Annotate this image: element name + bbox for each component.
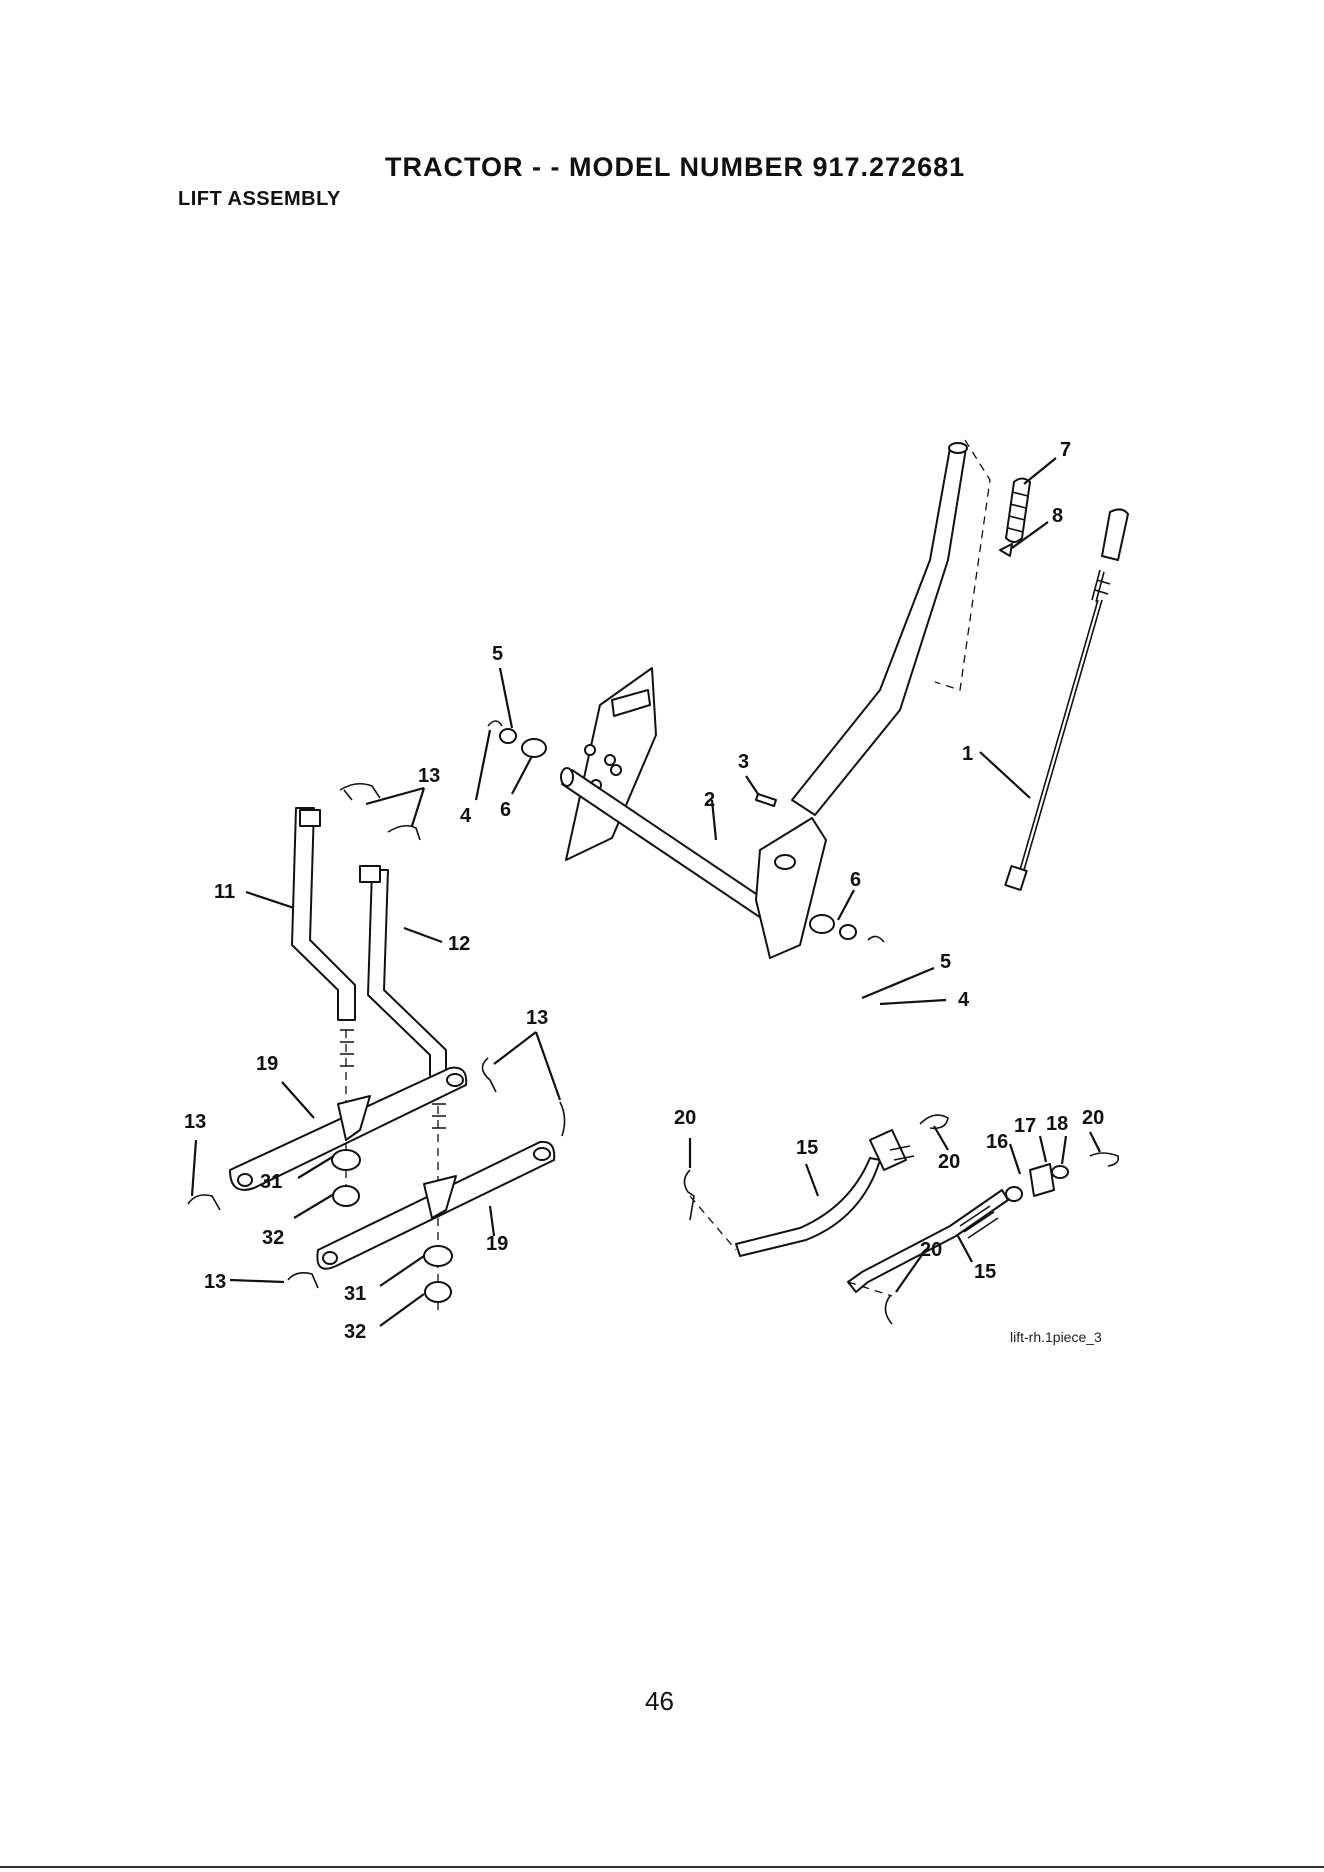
callout-label: 18: [1046, 1113, 1068, 1135]
bushing-set-right: [810, 915, 884, 942]
callout-label: 32: [344, 1321, 366, 1343]
callout-label: 19: [256, 1053, 278, 1075]
callout-label: 13: [184, 1111, 206, 1133]
callout-label: 8: [1052, 505, 1063, 527]
lift-link-left: [292, 808, 355, 1066]
spring-rod: [1005, 509, 1128, 890]
callout-label: 4: [958, 989, 970, 1011]
clip-icon: [388, 826, 420, 840]
leader-lines: [192, 458, 1100, 1326]
callout-label: 31: [344, 1283, 366, 1305]
clip-icon: [560, 1102, 565, 1136]
callout-label: 5: [492, 643, 503, 665]
callout-label: 4: [460, 805, 472, 827]
clip-icon: [340, 784, 380, 800]
callout-label: 13: [418, 765, 440, 787]
clip-icon: [188, 1195, 220, 1210]
clip-icon: [684, 1170, 694, 1220]
lift-handle: [792, 440, 990, 815]
callout-label: 15: [796, 1137, 818, 1159]
callout-label: 13: [204, 1271, 226, 1293]
callout-label: 5: [940, 951, 951, 973]
callout-label: 15: [974, 1261, 996, 1283]
callout-label: 31: [260, 1171, 282, 1193]
callout-label: 11: [214, 881, 235, 903]
callout-label: 17: [1014, 1115, 1036, 1137]
bushing-set-left: [488, 721, 546, 757]
callout-label: 20: [938, 1151, 960, 1173]
shaft-arm: [756, 818, 826, 958]
callout-label: 13: [526, 1007, 548, 1029]
callout-label: 20: [1082, 1107, 1104, 1129]
callout-label: 20: [920, 1239, 942, 1261]
page-number: 46: [645, 1686, 674, 1717]
clip-icon: [288, 1273, 318, 1288]
callout-label: 6: [850, 869, 861, 891]
callout-label: 3: [738, 751, 749, 773]
handle-grip: [1000, 479, 1030, 557]
callout-label: 32: [262, 1227, 284, 1249]
callout-label: 2: [704, 789, 715, 811]
drawing-id: lift-rh.1piece_3: [1010, 1329, 1102, 1345]
bottom-rule: [0, 1866, 1324, 1868]
callout-label: 19: [486, 1233, 508, 1255]
clip-icon: [885, 1296, 892, 1324]
pin: [756, 794, 776, 806]
callout-label: 20: [674, 1107, 696, 1129]
lift-rod-upper: [736, 1130, 914, 1256]
callout-label: 6: [500, 799, 511, 821]
callout-label: 12: [448, 933, 470, 955]
callout-label: 7: [1060, 439, 1071, 461]
callout-label: 1: [962, 743, 973, 765]
callout-label: 16: [986, 1131, 1008, 1153]
